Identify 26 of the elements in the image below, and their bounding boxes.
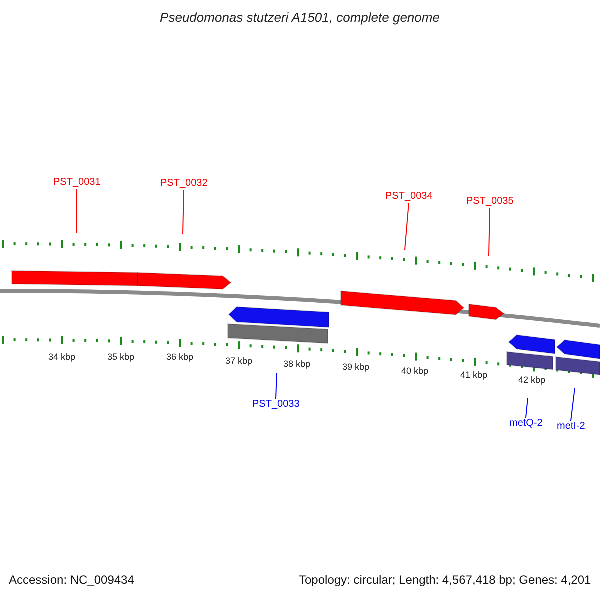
- leader-line: [276, 372, 278, 400]
- axis-tick-label: 34 kbp: [48, 353, 76, 362]
- gene-label: PST_0031: [54, 178, 101, 188]
- leader-line: [76, 188, 78, 234]
- gene-label: PST_0034: [386, 192, 433, 202]
- gene-label: metI-2: [557, 422, 586, 432]
- diagram-title: Pseudomonas stutzeri A1501, complete genome: [159, 11, 441, 24]
- axis-tick-label: 40 kbp: [402, 367, 429, 376]
- gene-label: PST_0032: [160, 179, 208, 189]
- axis-tick-label: 36 kbp: [166, 353, 194, 362]
- axis-tick-label: 41 kbp: [460, 371, 488, 380]
- axis-tick-label: 35 kbp: [108, 353, 135, 362]
- leader-line: [404, 202, 410, 250]
- leader-line: [526, 398, 528, 418]
- leader-line: [570, 388, 576, 422]
- footer-text: Accession: NC_009434: [9, 574, 134, 586]
- axis-tick-label: 37 kbp: [226, 357, 253, 366]
- axis-tick-label: 39 kbp: [342, 363, 370, 372]
- leader-line: [488, 208, 490, 256]
- footer-text: Topology: circular; Length: 4,567,418 bp; Genes: 4,201: [299, 574, 592, 586]
- gene-label: metQ-2: [510, 419, 543, 429]
- gene-label: PST_0033: [252, 400, 300, 410]
- leader-line: [182, 190, 184, 234]
- gene-label: PST_0035: [466, 197, 514, 207]
- axis-tick-label: 42 kbp: [518, 376, 546, 385]
- axis-tick-label: 38 kbp: [284, 360, 311, 369]
